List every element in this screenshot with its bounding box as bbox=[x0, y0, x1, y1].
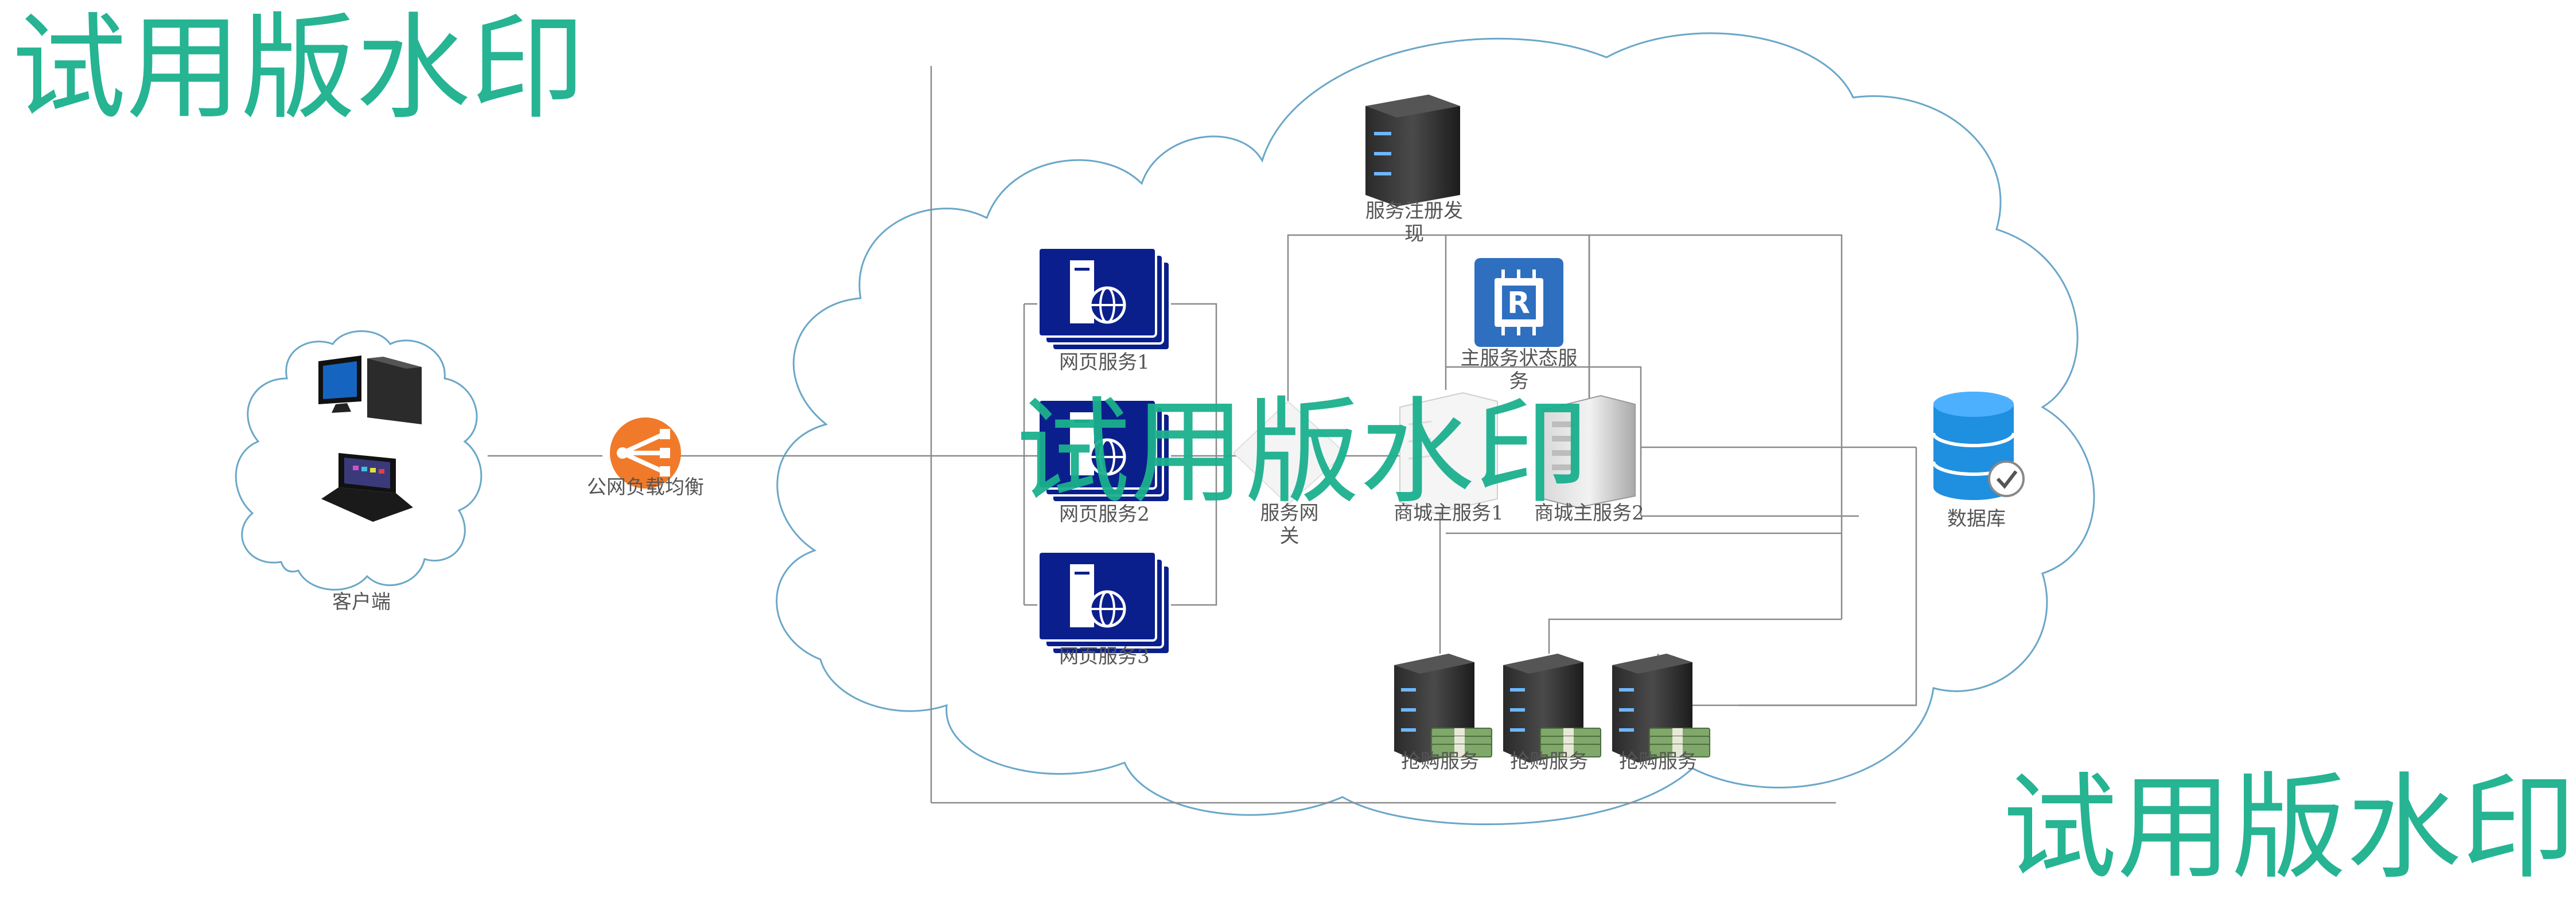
database-check-icon bbox=[1932, 392, 2025, 500]
load-balancer-icon bbox=[610, 417, 681, 489]
database-label: 数据库 bbox=[1947, 507, 2006, 530]
web-server-1-label: 网页服务1 bbox=[1059, 351, 1150, 374]
web-servers bbox=[1037, 247, 1171, 655]
gateway-label: 服务网关 bbox=[1260, 502, 1319, 548]
client-cloud bbox=[235, 330, 482, 591]
rush-servers bbox=[1394, 654, 1710, 763]
web-server-2-label: 网页服务2 bbox=[1059, 503, 1150, 526]
watermark-center: 试用版水印 bbox=[1015, 386, 1590, 520]
mall-server-2-label: 商城主服务2 bbox=[1534, 502, 1644, 525]
web-server-icon bbox=[1037, 550, 1171, 655]
web-server-icon bbox=[1037, 399, 1171, 503]
web-server-3-label: 网页服务3 bbox=[1059, 645, 1150, 668]
web-server-icon bbox=[1037, 247, 1171, 351]
state-service-label: 主服务状态服务 bbox=[1460, 347, 1578, 393]
desktop-and-laptop-icon bbox=[318, 356, 422, 522]
public-lb-label: 公网负载均衡 bbox=[587, 476, 704, 499]
client-label: 客户端 bbox=[332, 591, 391, 614]
watermark-bottom-right: 试用版水印 bbox=[2002, 761, 2576, 895]
watermark-top-left: 试用版水印 bbox=[11, 2, 586, 135]
redis-chip-icon: R bbox=[1474, 258, 1563, 347]
gateway-icon bbox=[1232, 400, 1347, 506]
server-money-icon bbox=[1612, 654, 1710, 763]
connectors bbox=[488, 66, 1917, 804]
mall-server-2 bbox=[1543, 395, 1636, 509]
server-rack-icon bbox=[1365, 95, 1460, 206]
mall-server-1-label: 商城主服务1 bbox=[1394, 502, 1504, 525]
svg-text:R: R bbox=[1507, 286, 1530, 321]
rush-server-1-label: 抢购服务 bbox=[1401, 750, 1479, 773]
mall-server-1 bbox=[1399, 392, 1498, 514]
rush-server-2-label: 抢购服务 bbox=[1510, 750, 1588, 773]
network-cloud bbox=[776, 32, 2095, 825]
rush-server-3-label: 抢购服务 bbox=[1619, 750, 1697, 773]
registry-label: 服务注册发现 bbox=[1365, 200, 1463, 245]
server-money-icon bbox=[1394, 654, 1492, 763]
server-money-icon bbox=[1503, 654, 1601, 763]
